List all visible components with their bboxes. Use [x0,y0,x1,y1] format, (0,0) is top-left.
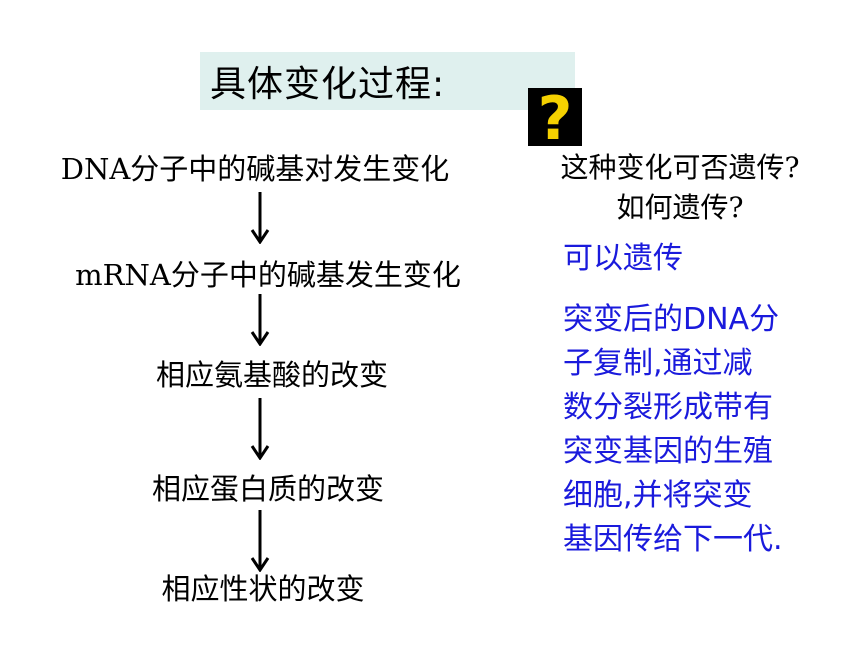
down-arrow-icon [250,510,270,572]
down-arrow-icon [250,398,270,460]
step-amino-acid-change: 相应氨基酸的改变 [155,358,389,392]
question-mark-icon: ? [528,88,582,149]
answer-line: 数分裂形成带有 [563,390,773,425]
answer-line: 基因传给下一代. [563,522,783,557]
question-line-2: 如何遗传? [616,191,744,224]
answer-explanation: 突变后的DNA分 子复制,通过减 数分裂形成带有 突变基因的生殖 细胞,并将突变… [563,298,813,562]
answer-line: 突变后的DNA分 [563,302,780,337]
step-mrna-base-change: mRNA分子中的碱基发生变化 [75,258,461,292]
question-line-1: 这种变化可否遗传? [560,151,800,184]
answer-short: 可以遗传 [563,241,683,276]
down-arrow-icon [250,192,270,244]
down-arrow-icon [250,294,270,346]
page-title: 具体变化过程: [210,64,446,105]
title-box: 具体变化过程: [200,52,575,110]
step-protein-change: 相应蛋白质的改变 [151,472,385,506]
answer-line: 子复制,通过减 [563,346,753,381]
step-dna-base-pair-change: DNA分子中的碱基对发生变化 [60,152,450,186]
answer-line: 突变基因的生殖 [563,434,773,469]
step-trait-change: 相应性状的改变 [161,572,365,606]
answer-line: 细胞,并将突变 [563,478,753,513]
